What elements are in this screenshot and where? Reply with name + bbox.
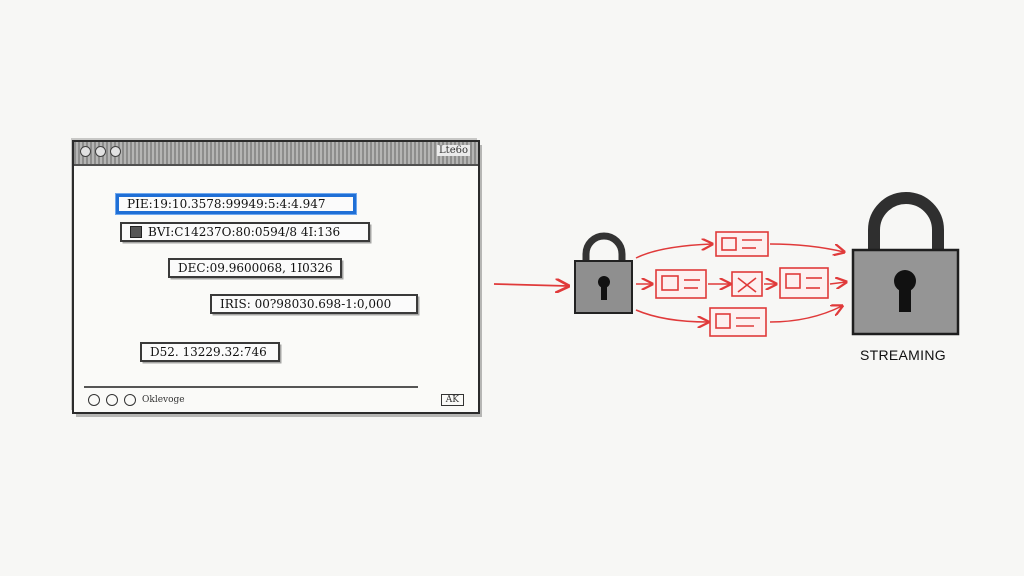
field-text: IRIS: 00?98030.698-1:0,000 (220, 297, 392, 311)
status-bar: Oklevoge AK (74, 388, 478, 412)
window-title-bar: Lte6o (74, 142, 478, 166)
window-control-icon (95, 146, 106, 157)
branch-arrows (635, 244, 846, 322)
packet-icon (731, 271, 763, 297)
status-button[interactable]: AK (440, 394, 464, 406)
packet-icon (779, 267, 829, 299)
window-control-icon (80, 146, 91, 157)
small-lock-icon (574, 232, 633, 314)
field-text: BVI:C14237O:80:0594/8 4I:136 (148, 225, 341, 239)
packet-icon (715, 231, 769, 257)
large-lock-icon (851, 192, 960, 336)
field-text: DEC:09.9600068, 1I0326 (178, 261, 333, 275)
entry-arrow (493, 284, 568, 286)
window-control-icon (110, 146, 121, 157)
window-title: Lte6o (437, 145, 470, 156)
window-controls (80, 146, 121, 157)
streaming-label: STREAMING (860, 347, 946, 363)
field-text: D52. 13229.32:746 (150, 345, 267, 359)
status-icon[interactable] (106, 394, 118, 406)
data-packets (655, 231, 829, 337)
packet-icon (655, 269, 707, 299)
data-field-selected[interactable]: PIE:19:10.3578:99949:5:4:4.947 (116, 194, 356, 214)
data-field[interactable]: IRIS: 00?98030.698-1:0,000 (210, 294, 418, 314)
status-text: Oklevoge (142, 395, 185, 405)
packet-icon (709, 307, 767, 337)
status-icon[interactable] (88, 394, 100, 406)
status-icon[interactable] (124, 394, 136, 406)
field-icon (130, 226, 142, 238)
field-text: PIE:19:10.3578:99949:5:4:4.947 (127, 197, 326, 211)
window-divider (84, 386, 418, 388)
data-field[interactable]: DEC:09.9600068, 1I0326 (168, 258, 342, 278)
data-field[interactable]: BVI:C14237O:80:0594/8 4I:136 (120, 222, 370, 242)
data-field[interactable]: D52. 13229.32:746 (140, 342, 280, 362)
sketch-window: Lte6o PIE:19:10.3578:99949:5:4:4.947 BVI… (72, 140, 480, 414)
